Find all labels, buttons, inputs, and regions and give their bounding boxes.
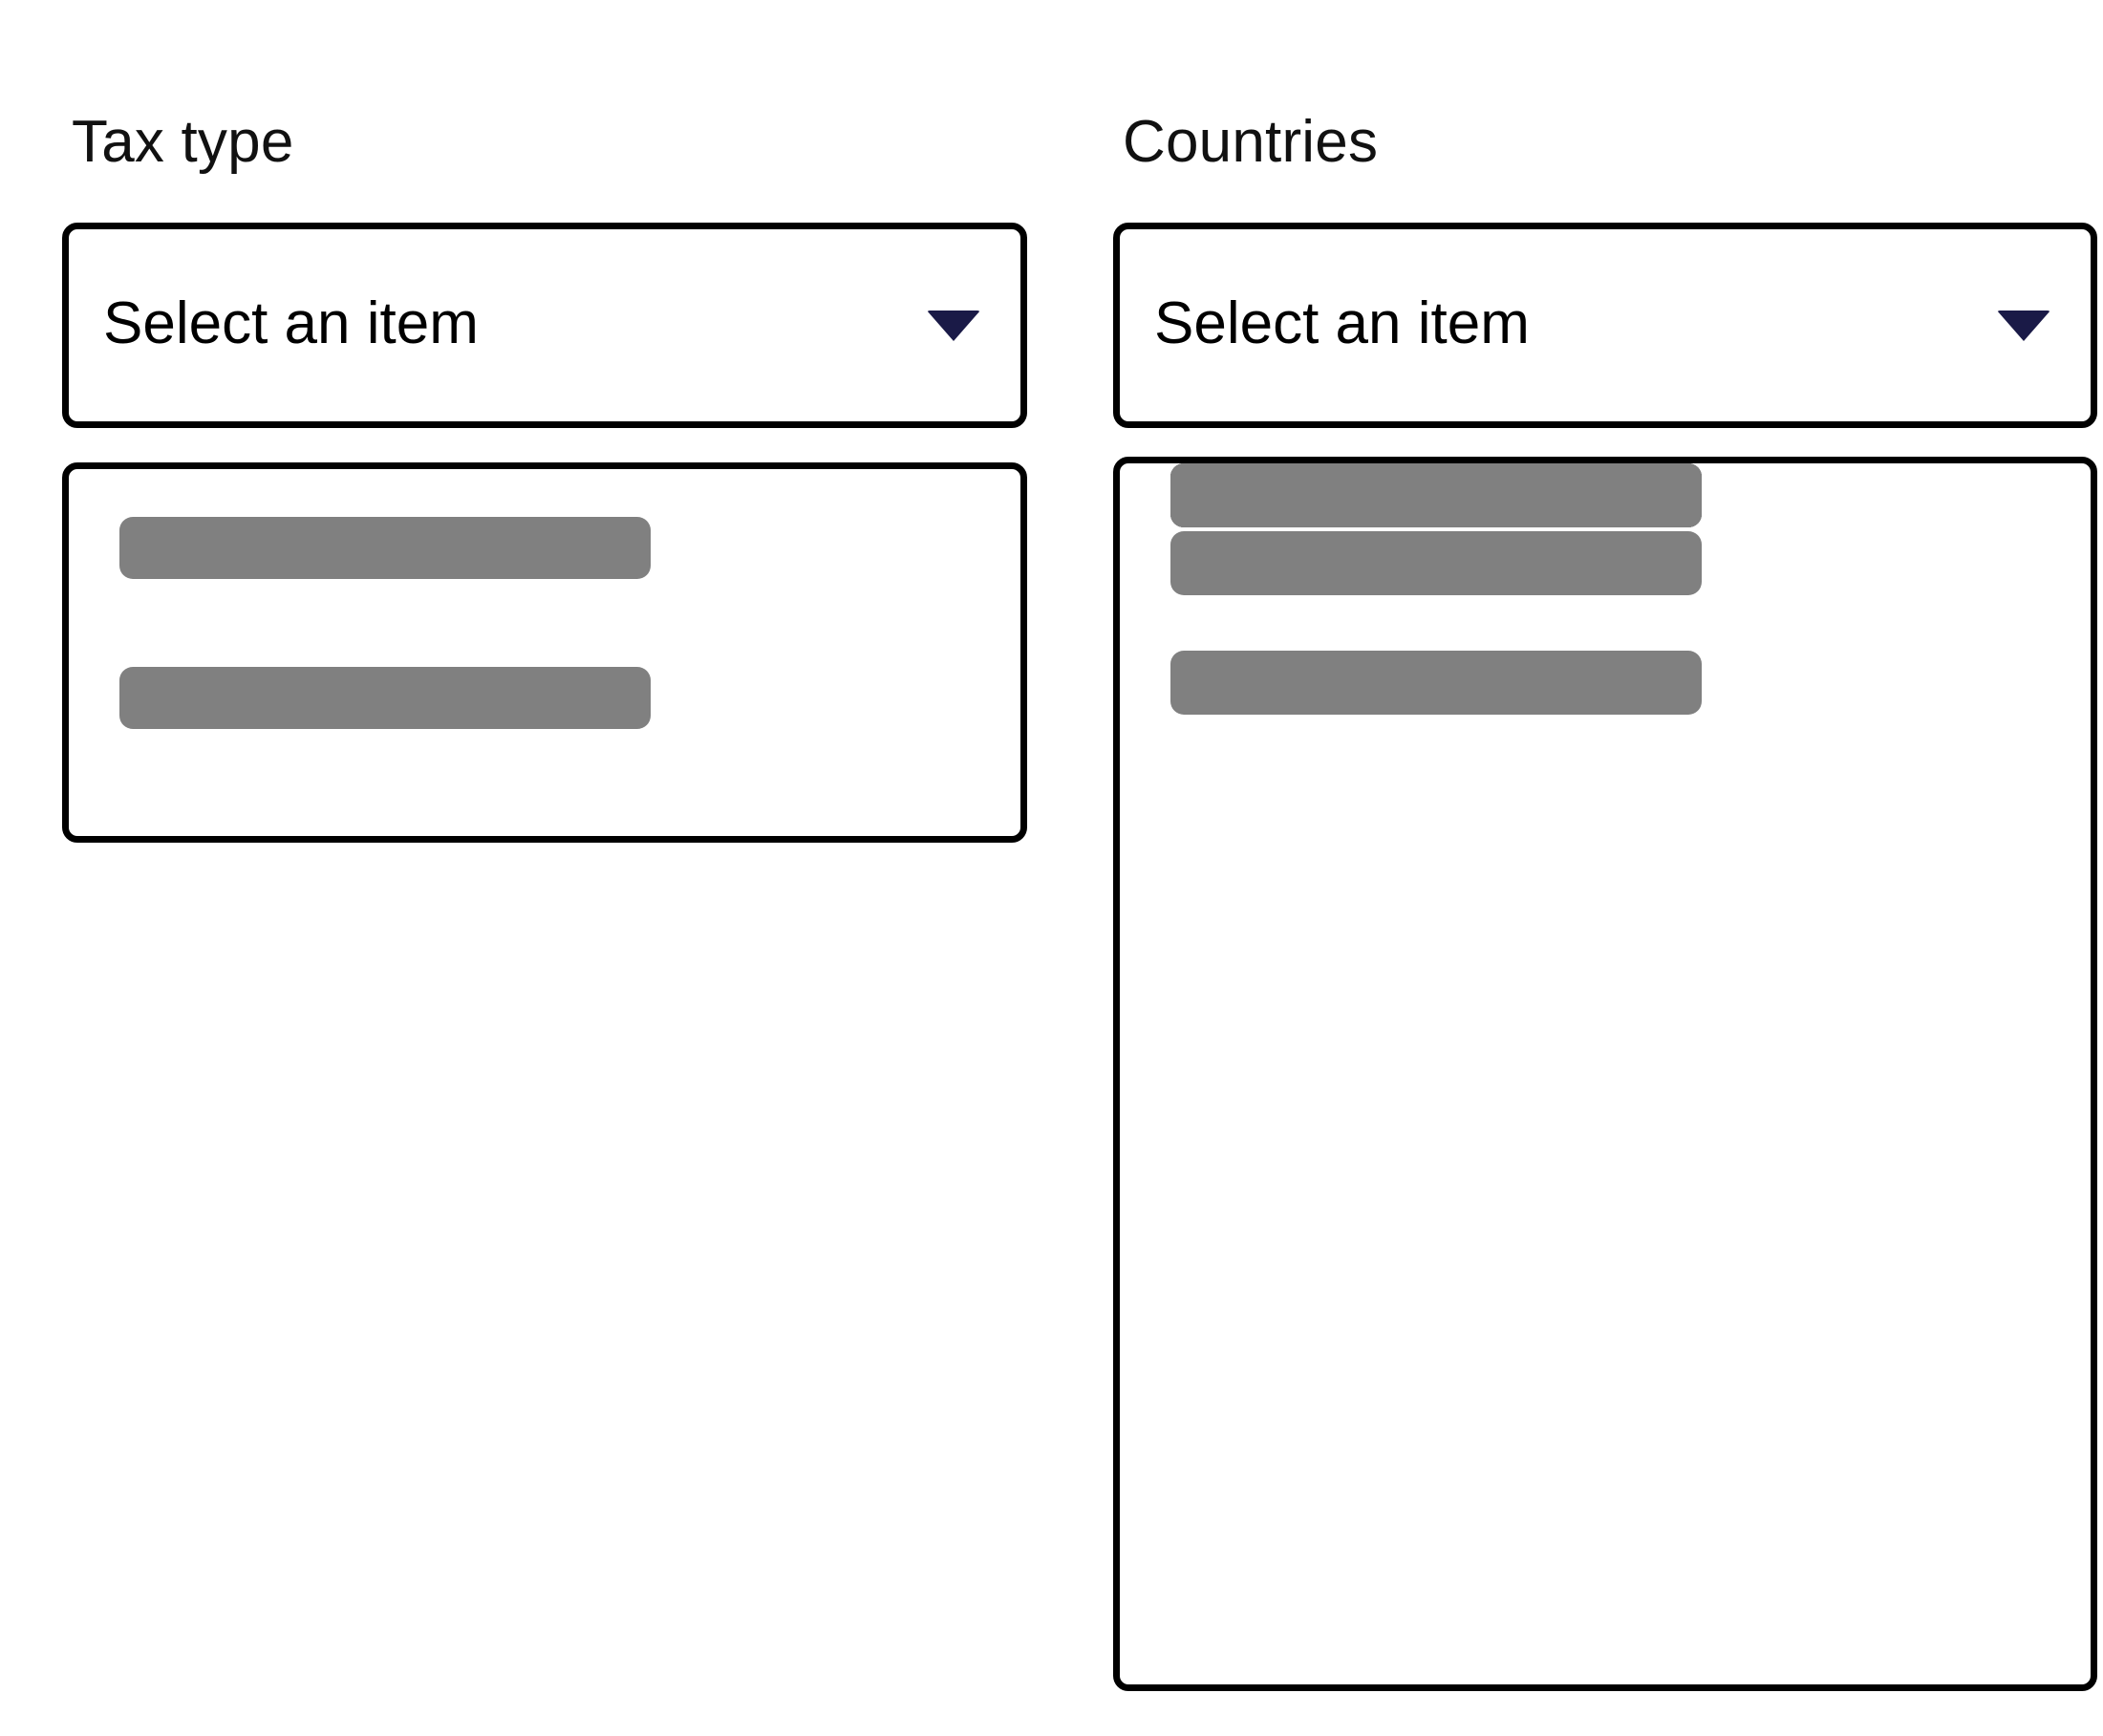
tax-type-option-list-inner [69,469,1020,836]
chevron-down-icon[interactable] [927,310,980,341]
list-item-skeleton[interactable] [1170,651,1702,715]
chevron-down-icon[interactable] [1997,310,2050,341]
tax-type-option-list[interactable] [62,462,1027,843]
countries-select[interactable]: Select an item [1113,223,2097,428]
list-item-skeleton[interactable] [1170,463,1702,527]
countries-option-list-inner [1120,463,2091,1684]
tax-type-select[interactable]: Select an item [62,223,1027,428]
countries-option-list[interactable] [1113,457,2097,1691]
tax-type-select-value: Select an item [103,289,479,356]
list-item-skeleton[interactable] [119,517,651,579]
list-item-skeleton[interactable] [1170,531,1702,595]
countries-label: Countries [1123,109,1379,175]
tax-type-label: Tax type [72,109,294,175]
list-item-skeleton[interactable] [119,667,651,729]
countries-select-value: Select an item [1154,289,1530,356]
